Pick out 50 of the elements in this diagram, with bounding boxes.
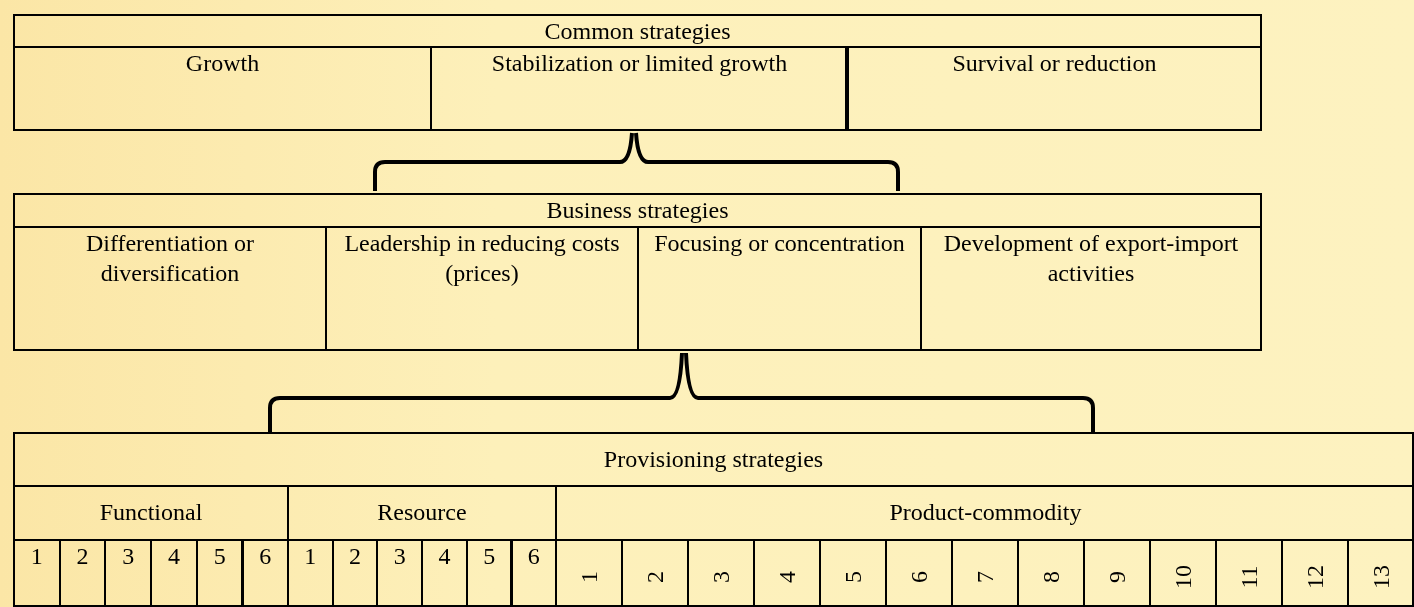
number-label: 13: [1369, 565, 1393, 589]
strategy-table: [13, 193, 1262, 351]
strategy-cell: [430, 46, 849, 129]
number-label: 10: [1171, 565, 1195, 589]
number-label: 5: [482, 542, 497, 571]
strategy-group-cell: [15, 485, 289, 605]
cell-text: Focusing or concentration: [653, 229, 906, 258]
cell-text: Growth: [184, 49, 261, 78]
number-cell: [465, 539, 513, 605]
cell-text: Stabilization or limited growth: [490, 49, 789, 78]
strategy-table: [13, 14, 1262, 131]
number-label: 6: [258, 542, 273, 571]
number-label: 5: [841, 571, 865, 583]
number-label: 4: [437, 542, 452, 571]
number-cell: [510, 539, 555, 605]
number-label: 3: [709, 571, 733, 583]
number-label: 4: [775, 571, 799, 583]
cell-text: Product-commodity: [888, 498, 1083, 527]
number-label: 2: [348, 542, 363, 571]
cell-text: Development of export-import activities: [942, 229, 1240, 288]
number-cell: [241, 539, 287, 605]
number-label: 3: [121, 542, 136, 571]
number-label: 2: [75, 542, 90, 571]
strategy-table: [13, 432, 1414, 607]
strategy-cell: [845, 46, 1260, 129]
table-heading: Common strategies: [543, 17, 732, 46]
number-label: 11: [1237, 565, 1261, 589]
number-label: 1: [29, 542, 44, 571]
strategy-group-cell: [555, 485, 1412, 605]
number-label: 1: [303, 542, 318, 571]
cell-text: Survival or reduction: [951, 49, 1158, 78]
number-cell: [195, 539, 244, 605]
number-label: 8: [1039, 571, 1063, 583]
cell-text: Functional: [98, 498, 204, 527]
number-label: 3: [392, 542, 407, 571]
number-label: 12: [1303, 565, 1327, 589]
number-label: 2: [643, 571, 667, 583]
number-label: 5: [212, 542, 227, 571]
table-heading: Provisioning strategies: [602, 445, 825, 474]
cell-text: Differentiation or diversification: [84, 229, 256, 288]
number-label: 6: [526, 542, 541, 571]
strategy-group-cell: [287, 485, 557, 605]
number-label: 6: [907, 571, 931, 583]
table-heading: Business strategies: [545, 196, 730, 225]
number-label: 7: [973, 571, 997, 583]
number-label: 1: [577, 571, 601, 583]
cell-text: Leadership in reducing costs (prices): [343, 229, 621, 288]
cell-text: Resource: [376, 498, 468, 527]
number-label: 4: [166, 542, 181, 571]
number-label: 9: [1105, 571, 1129, 583]
